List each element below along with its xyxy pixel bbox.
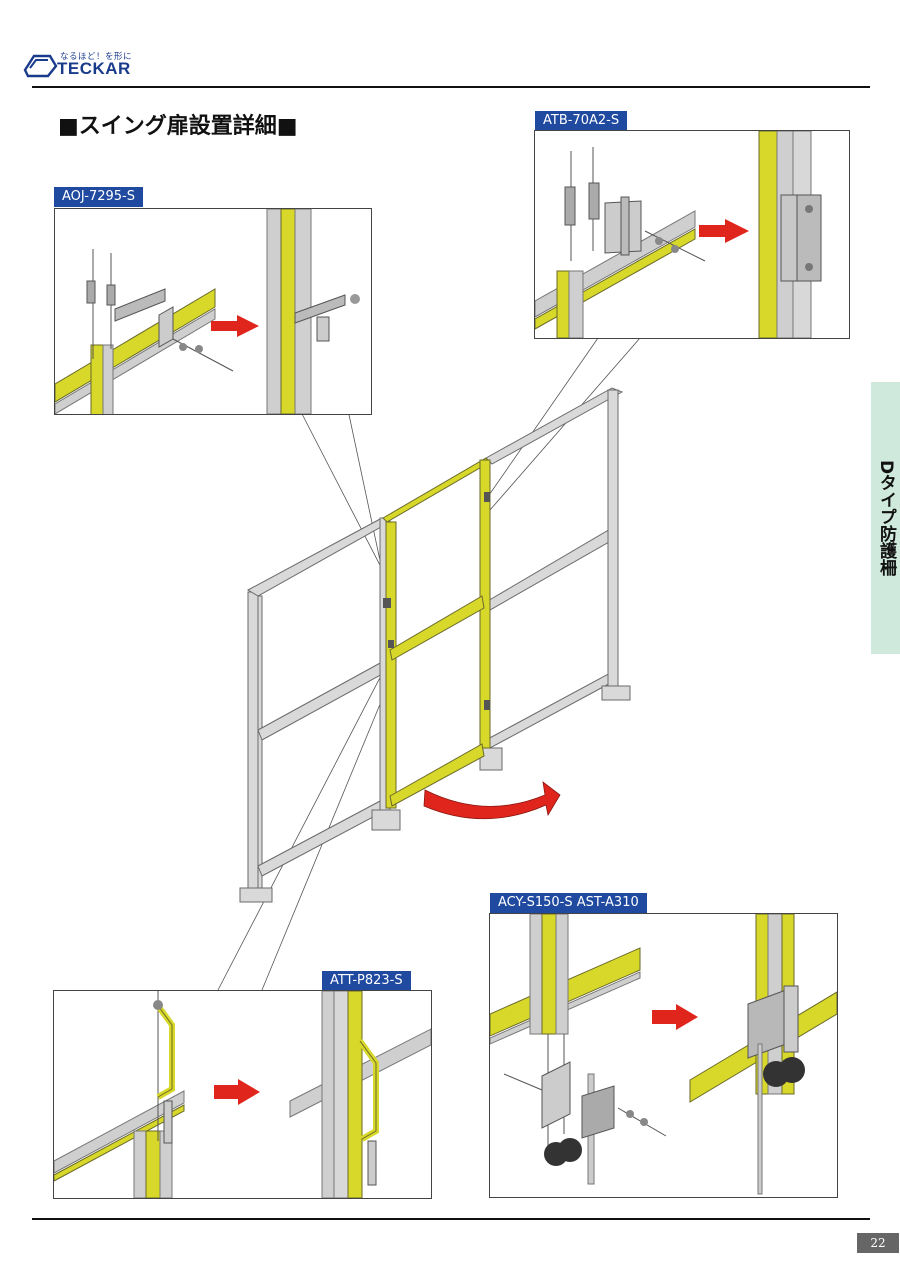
section-side-tab: Dタイプ防護柵 xyxy=(871,382,900,654)
hinge-detail-illustration xyxy=(535,131,822,338)
teckar-logo-icon xyxy=(23,54,58,78)
footer-rule xyxy=(32,1218,870,1220)
latch-detail-illustration xyxy=(55,209,360,414)
right-arrow-icon xyxy=(676,1004,698,1030)
header-rule xyxy=(32,86,870,88)
page-number: 22 xyxy=(857,1233,899,1253)
right-arrow-icon xyxy=(238,1079,260,1105)
detail-box-att xyxy=(53,990,432,1199)
side-tab-label: Dタイプ防護柵 xyxy=(876,460,896,577)
logo-tagline: なるほど！を形に xyxy=(60,52,133,62)
right-arrow-icon xyxy=(237,315,259,337)
right-arrow-icon xyxy=(725,219,749,243)
handle-detail-illustration xyxy=(54,991,431,1198)
detail-box-atb xyxy=(534,130,850,339)
page-title: ■スイング扉設置詳細■ xyxy=(58,114,298,139)
callout-label-att: ATT-P823-S xyxy=(322,971,411,991)
callout-label-aoj: AOJ-7295-S xyxy=(54,187,143,207)
logo-name: TECKAR xyxy=(57,59,131,78)
swing-direction-arrow-icon xyxy=(423,781,561,820)
detail-box-aoj xyxy=(54,208,372,415)
callout-label-atb: ATB-70A2-S xyxy=(535,111,628,131)
detail-box-acy xyxy=(489,913,838,1198)
callout-label-acy: ACY-S150-S AST-A310 xyxy=(490,893,647,913)
caster-detail-illustration xyxy=(490,914,837,1195)
